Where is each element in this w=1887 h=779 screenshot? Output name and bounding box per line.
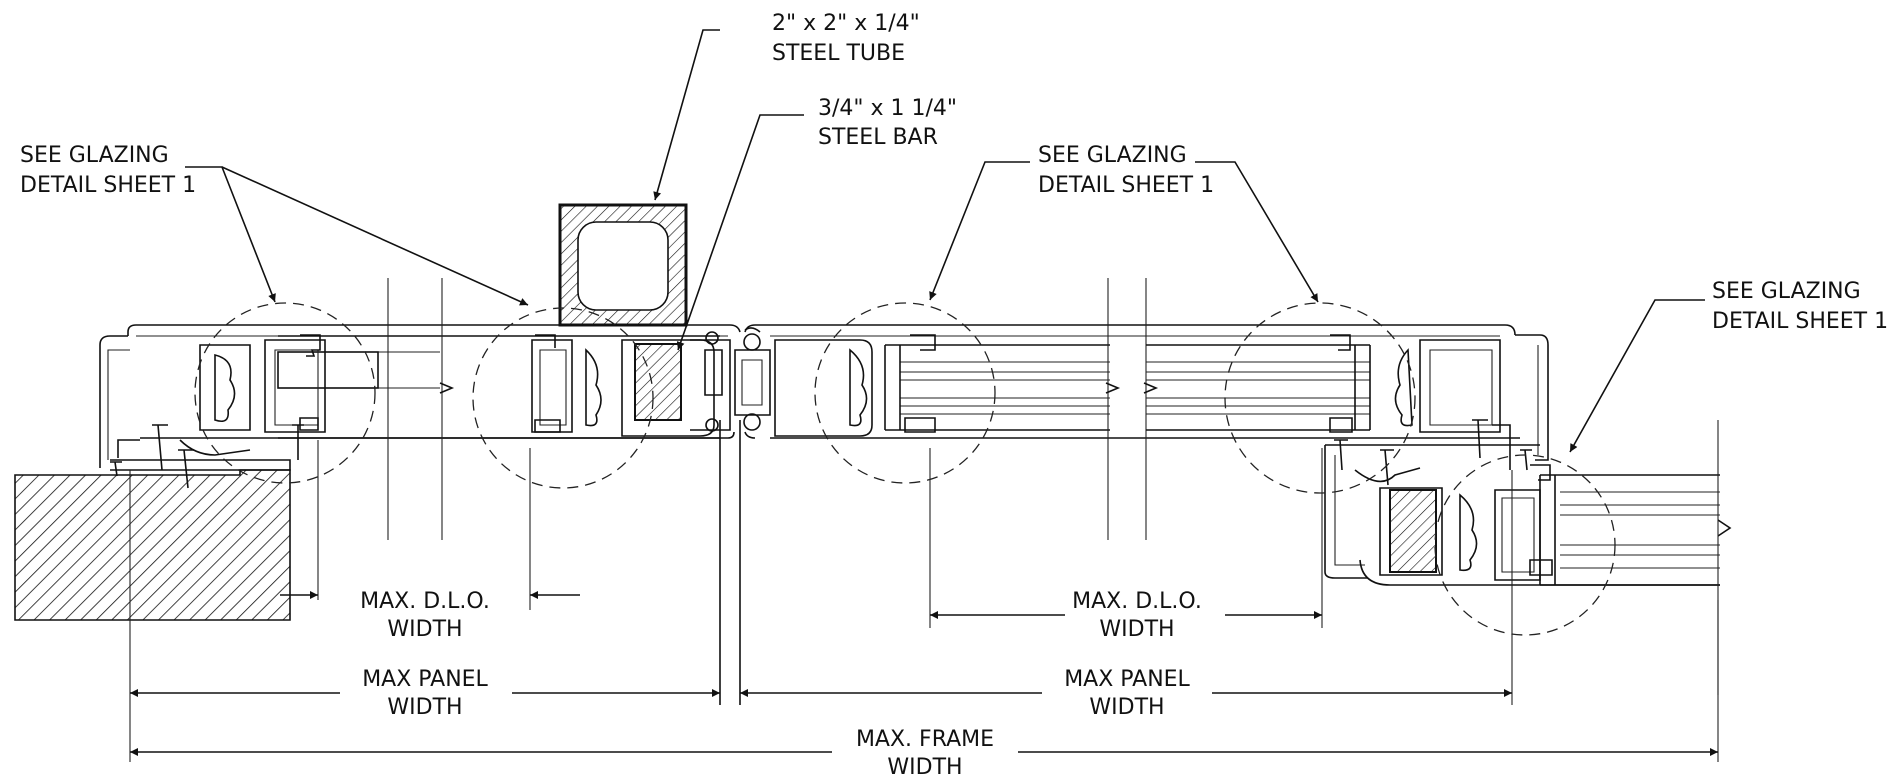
label-steel-tube-size: 2" x 2" x 1/4" xyxy=(772,11,920,36)
dim-dlo-left-line2: WIDTH xyxy=(387,617,462,642)
leader-glazing-center-a xyxy=(929,161,1030,301)
leader-steel-bar xyxy=(676,114,804,351)
leader-glazing-center-b xyxy=(1195,161,1319,303)
right-panel-frame xyxy=(744,278,1549,540)
dim-frame-line1: MAX. FRAME xyxy=(856,727,994,752)
detail-circle-left-lock xyxy=(472,307,654,489)
dim-panel-left-line2: WIDTH xyxy=(387,695,462,720)
dim-panel-right-line1: MAX PANEL xyxy=(1064,667,1190,692)
steel-tube xyxy=(558,203,688,327)
meeting-stile-astragal xyxy=(690,327,771,705)
dimension-labels: MAX. D.L.O. WIDTH MAX. D.L.O. WIDTH MAX … xyxy=(360,589,1202,779)
glazing-detail-circles xyxy=(194,302,1616,636)
left-panel-lock-stile xyxy=(531,334,715,437)
label-glazing-right-2: DETAIL SHEET 1 xyxy=(1712,309,1887,334)
dim-panel-left-line1: MAX PANEL xyxy=(362,667,488,692)
left-panel-frame xyxy=(99,278,741,540)
detail-circle-right-lock xyxy=(1224,302,1416,494)
detail-circle-left-jamb xyxy=(194,302,376,484)
label-steel-bar-name: STEEL BAR xyxy=(818,125,938,150)
leader-steel-tube xyxy=(653,29,720,201)
detail-circle-sidelite xyxy=(1434,454,1616,636)
label-glazing-center-2: DETAIL SHEET 1 xyxy=(1038,173,1214,198)
leader-glazing-right xyxy=(1569,299,1705,453)
detail-circle-right-hinge xyxy=(814,302,996,484)
label-glazing-left-2: DETAIL SHEET 1 xyxy=(20,173,196,198)
label-glazing-left-1: SEE GLAZING xyxy=(20,143,169,168)
leader-glazing-left-b xyxy=(221,166,529,306)
label-glazing-center-1: SEE GLAZING xyxy=(1038,143,1187,168)
label-glazing-right-1: SEE GLAZING xyxy=(1712,279,1861,304)
dim-dlo-left-line1: MAX. D.L.O. xyxy=(360,589,490,614)
right-jamb-sidelite xyxy=(1324,419,1732,695)
label-steel-tube-name: STEEL TUBE xyxy=(772,41,905,66)
dim-dlo-right-line1: MAX. D.L.O. xyxy=(1072,589,1202,614)
wall-substrate xyxy=(14,469,291,621)
label-steel-bar-size: 3/4" x 1 1/4" xyxy=(818,96,957,121)
dimension-lines xyxy=(129,440,1719,762)
dim-dlo-right-line2: WIDTH xyxy=(1099,617,1174,642)
steel-bar xyxy=(634,343,682,421)
leader-glazing-left-a xyxy=(185,166,276,303)
leader-lines xyxy=(185,29,1705,453)
dim-frame-line2: WIDTH xyxy=(887,755,962,779)
dim-panel-right-line2: WIDTH xyxy=(1089,695,1164,720)
callout-labels: 2" x 2" x 1/4" STEEL TUBE 3/4" x 1 1/4" … xyxy=(20,11,1887,334)
